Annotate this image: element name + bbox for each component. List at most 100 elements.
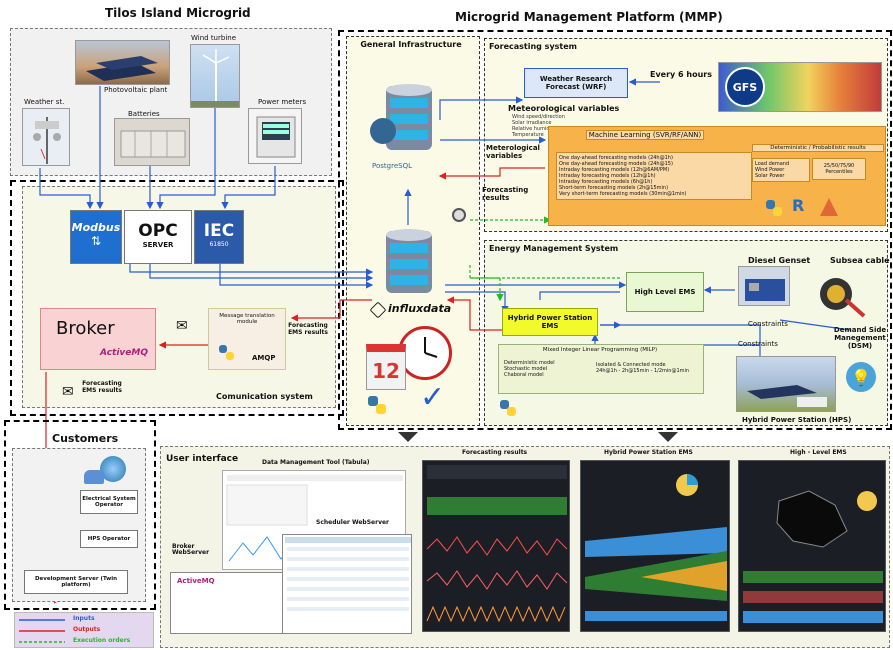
fc-ems-results-label: Forecasting EMS results bbox=[288, 322, 328, 336]
legend-exec: Execution orders bbox=[73, 637, 131, 644]
envelope-icon-2: ✉ bbox=[62, 384, 74, 400]
gear-icon bbox=[452, 208, 466, 222]
ml-model-item: Intraday forecasting models (12h@6AM/PM) bbox=[559, 167, 670, 173]
network-globe-icon bbox=[100, 456, 126, 482]
hl-ems-dashboard bbox=[738, 460, 886, 632]
wrf-label: Weather Research Forecast (WRF) bbox=[539, 75, 613, 91]
fc-ems-results-label-2: Forecasting EMS results bbox=[82, 380, 122, 394]
subsea-cable-icon bbox=[816, 270, 866, 320]
translation-box: Message translation module bbox=[208, 308, 286, 370]
clock-icon bbox=[398, 326, 452, 380]
python-icon-comm bbox=[218, 344, 236, 362]
batteries-image bbox=[114, 118, 190, 166]
postgres-db-icon bbox=[378, 78, 438, 158]
constraints-label-2: Constraints bbox=[738, 340, 778, 348]
hps-operator-label: HPS Operator bbox=[87, 536, 131, 542]
communication-frame bbox=[10, 180, 344, 416]
matlab-icon bbox=[820, 198, 838, 216]
diesel-genset-image bbox=[738, 266, 790, 306]
amqp-label: AMQP bbox=[252, 354, 276, 362]
python-icon bbox=[764, 198, 784, 218]
ml-model-item: One day-ahead forecasting models (24h@15… bbox=[559, 161, 673, 167]
milp-right-list: Isolated & Connected mode 24h@1h - 2h@15… bbox=[596, 362, 689, 374]
milp-title: Mixed Integer Linear Programming (MILP) bbox=[542, 347, 658, 353]
legend: Inputs Outputs Execution orders bbox=[14, 612, 154, 648]
iec-logo: IEC 61850 bbox=[194, 210, 244, 264]
ui-hl-ems-label: High - Level EMS bbox=[790, 449, 847, 456]
hps-ems-box: Hybrid Power Station EMS bbox=[502, 308, 598, 336]
communication-title: Comunication system bbox=[216, 392, 313, 401]
mmp-frame bbox=[338, 30, 892, 430]
checkmark-icon: ✓ bbox=[420, 380, 446, 415]
ui-hps-ems-label: Hybrid Power Station EMS bbox=[604, 449, 693, 456]
translation-label: Message translation module bbox=[219, 313, 275, 325]
ml-model-item: Intraday forecasting models (12h@1h) bbox=[559, 173, 656, 179]
subsea-label: Subsea cable bbox=[830, 256, 890, 265]
percentiles-label: 25/50/75/90 Percentiles bbox=[812, 158, 866, 180]
hps-operator-box: HPS Operator bbox=[80, 530, 138, 548]
scheduler-ws-label: Scheduler WebServer bbox=[316, 519, 390, 526]
power-meter-image bbox=[248, 108, 302, 164]
met-vars-list: Wind speed/direction Solar irradiance Re… bbox=[512, 114, 565, 138]
modbus-label: Modbus bbox=[71, 221, 121, 234]
eso-label: Electrical System Operator bbox=[82, 496, 136, 508]
met-var-item: Wind speed/direction bbox=[512, 114, 565, 120]
every-six-hours-label: Every 6 hours bbox=[650, 70, 712, 79]
opc-label: OPC bbox=[138, 221, 178, 241]
iec-sublabel: 61850 bbox=[209, 241, 229, 248]
python-icon-ems bbox=[498, 398, 518, 418]
influx-db-icon bbox=[378, 225, 438, 300]
constraints-label-1: Constraints bbox=[748, 320, 788, 328]
opc-sublabel: SERVER bbox=[142, 241, 174, 249]
scheduler-ws-screenshot bbox=[282, 534, 412, 634]
users-icon bbox=[84, 470, 104, 484]
dmt-label: Data Management Tool (Tabula) bbox=[262, 459, 370, 466]
dev-server-label: Development Server (Twin platform) bbox=[34, 576, 118, 588]
high-level-ems-box: High Level EMS bbox=[626, 272, 704, 312]
activemq-label: ActiveMQ bbox=[100, 348, 148, 358]
dsm-label: Demand Side Manegement (DSM) bbox=[833, 326, 887, 350]
general-infra-title: General Infrastructure bbox=[360, 40, 462, 49]
ui-fc-results-label: Forecasting results bbox=[462, 449, 528, 456]
det-results-title: Deterministic / Probabilistic results bbox=[752, 144, 884, 152]
pv-plant-image bbox=[75, 40, 170, 85]
hps-ems-label: Hybrid Power Station EMS bbox=[507, 314, 593, 330]
milp-panel bbox=[498, 344, 704, 394]
ems-title: Energy Management System bbox=[489, 244, 619, 253]
det-item: Load demand bbox=[755, 161, 790, 167]
label-wind-turbine: Wind turbine bbox=[191, 34, 237, 42]
ml-title: Machine Learning (SVR/RF/ANN) bbox=[586, 130, 704, 140]
wind-turbine-image bbox=[190, 44, 240, 108]
gfs-map-image: GFS bbox=[718, 62, 882, 112]
ml-model-item: Intraday forecasting models (6h@1h) bbox=[559, 179, 653, 185]
label-weather-station: Weather st. bbox=[24, 98, 65, 106]
broker-ws-activemq: ActiveMQ bbox=[177, 577, 215, 585]
milp-right-item: 24h@1h - 2h@15min - 1/2min@1min bbox=[596, 368, 690, 374]
hps-station-image bbox=[736, 356, 836, 412]
modbus-arrows-icon: ⇅ bbox=[90, 234, 102, 248]
influx-label: influxdata bbox=[388, 302, 452, 315]
iec-label: IEC bbox=[203, 221, 235, 241]
hps-station-label: Hybrid Power Station (HPS) bbox=[742, 416, 852, 424]
broker-ws-label: Broker WebServer bbox=[172, 543, 210, 556]
det-item: Wind Power bbox=[755, 167, 785, 173]
user-interface-title: User interface bbox=[166, 454, 239, 464]
legend-inputs: Inputs bbox=[73, 615, 95, 622]
det-item: Solar Power bbox=[755, 173, 785, 179]
ml-models-list: One day-ahead forecasting models (24h@1h… bbox=[556, 152, 752, 200]
milp-left-item: Chaboral model bbox=[504, 372, 544, 378]
weather-station-image bbox=[22, 108, 70, 166]
milp-left-list: Deterministic model Stochastic model Cha… bbox=[504, 360, 555, 378]
det-items-list: Load demand Wind Power Solar Power bbox=[752, 158, 810, 182]
fc-results-label: Forecasting results bbox=[482, 186, 529, 202]
mmp-title: Microgrid Management Platform (MMP) bbox=[455, 10, 723, 24]
broker-box bbox=[40, 308, 156, 370]
customers-frame bbox=[4, 420, 156, 610]
wrf-box: Weather Research Forecast (WRF) bbox=[524, 68, 628, 98]
milp-left-item: Stochastic model bbox=[504, 366, 548, 372]
tilos-title: Tilos Island Microgrid bbox=[105, 6, 251, 20]
python-logo-icon bbox=[366, 394, 388, 416]
lightbulb-icon: 💡 bbox=[846, 362, 876, 392]
hps-ems-dashboard bbox=[580, 460, 730, 632]
label-power-meters: Power meters bbox=[258, 98, 307, 106]
